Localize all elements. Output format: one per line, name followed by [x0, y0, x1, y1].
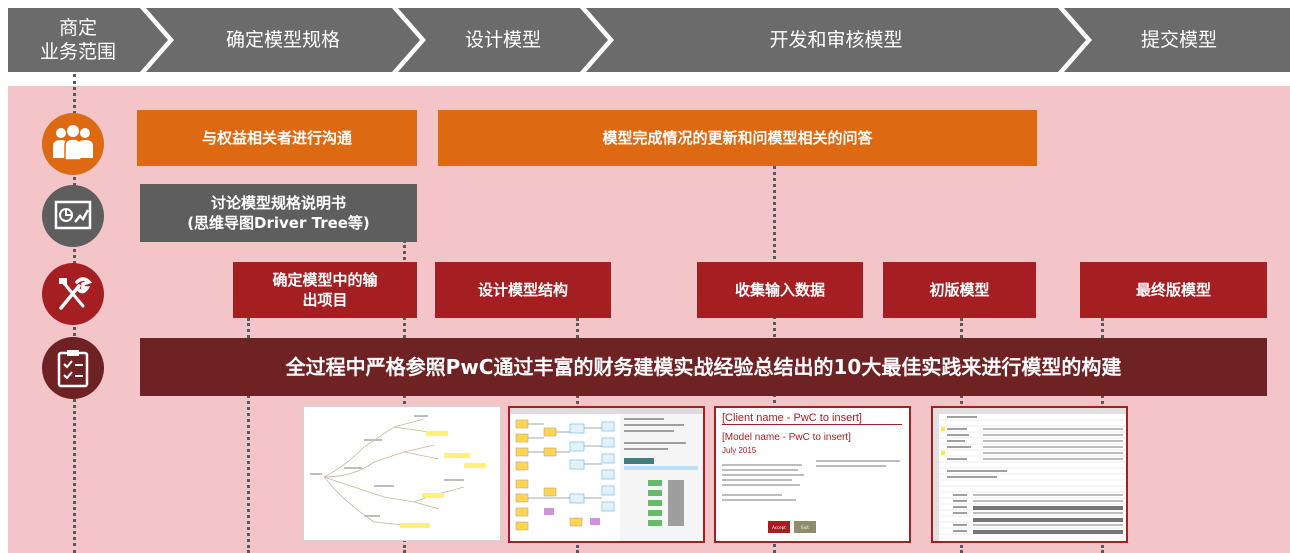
phase-5-label: 提交模型 [1140, 29, 1217, 51]
mind-map-thumbnail [303, 406, 501, 541]
guide-line [247, 318, 250, 553]
spreadsheet-thumbnail [931, 406, 1128, 543]
communicate-stakeholders-bar: 与权益相关者进行沟通 [137, 110, 417, 166]
phase-4-label: 开发和审核模型 [769, 29, 903, 51]
phase-3-label: 设计模型 [464, 29, 541, 51]
phase-2-label: 确定模型规格 [225, 29, 340, 51]
wrench-tools-icon [42, 263, 104, 325]
model-name-text: [Model name - PwC to insert] [722, 432, 851, 443]
final-version-bar: 最终版模型 [1080, 262, 1267, 318]
best-practice-bar: 全过程中严格参照PwC通过丰富的财务建模实战经验总结出的10大最佳实践来进行模型… [140, 338, 1267, 396]
chevron-phase-3 [398, 8, 608, 72]
chevron-phase-2 [146, 8, 420, 72]
first-version-bar: 初版模型 [883, 262, 1036, 318]
collect-inputs-bar: 收集输入数据 [697, 262, 863, 318]
phase-chevrons [8, 8, 1290, 72]
design-structure-bar: 设计模型结构 [435, 262, 611, 318]
discuss-spec-bar: 讨论模型规格说明书 (思维导图Driver Tree等) [140, 184, 417, 242]
discuss-spec-line2: (思维导图Driver Tree等) [187, 214, 370, 232]
presentation-chart-icon [42, 185, 104, 247]
chevron-phase-1 [8, 8, 168, 72]
exit-button: Exit [794, 521, 816, 533]
chevron-phase-4 [586, 8, 1086, 72]
progress-update-qa-bar: 模型完成情况的更新和问模型相关的问答 [438, 110, 1037, 166]
define-outputs-bar: 确定模型中的输 出项目 [233, 262, 417, 318]
date-text: July 2015 [722, 446, 757, 455]
chevron-phase-5 [1064, 8, 1290, 72]
client-name-text: [Client name - PwC to insert] [722, 412, 902, 425]
cover-sheet-thumbnail: [Client name - PwC to insert] [Model nam… [714, 406, 911, 543]
clipboard-checklist-icon [42, 337, 104, 399]
phase-1-label: 商定 业务范围 [39, 17, 116, 63]
accept-button: Accept [768, 521, 790, 533]
guide-line [403, 240, 406, 553]
discuss-spec-line1: 讨论模型规格说明书 [210, 194, 346, 212]
people-icon [42, 113, 104, 175]
model-structure-thumbnail [508, 406, 705, 543]
